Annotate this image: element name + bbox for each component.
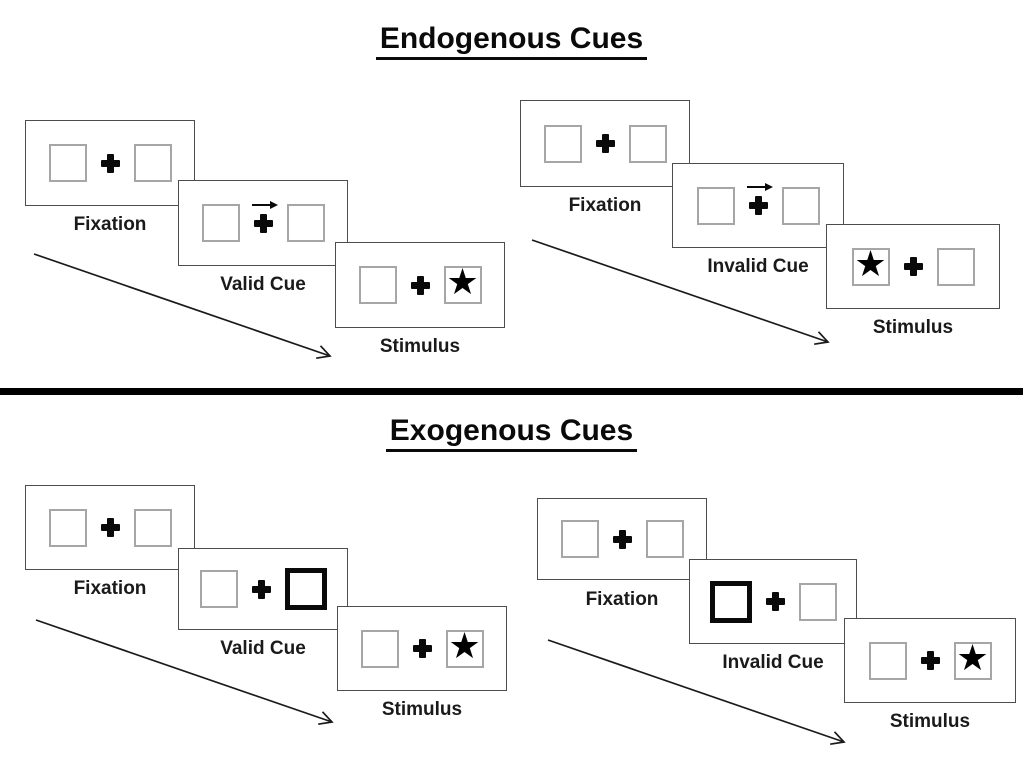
fixation-cross-icon	[100, 153, 120, 173]
fixation-cross-icon	[612, 529, 632, 549]
right-target-box: ★	[953, 637, 992, 680]
exo-valid-cue-panel	[178, 548, 348, 630]
endo-invalid-stimulus-panel: ★	[826, 224, 1000, 309]
right-target-box: ★	[443, 262, 482, 304]
endo-invalid-cue-label: Invalid Cue	[707, 256, 809, 277]
fixation-cross-icon	[410, 275, 430, 295]
exogenous-section-title: Exogenous Cues	[0, 414, 1023, 452]
right-placeholder-box	[645, 520, 684, 558]
star-stimulus-icon: ★	[448, 625, 481, 667]
plus-icon	[251, 579, 271, 599]
endo-valid-fixation-panel	[25, 120, 195, 206]
right-placeholder-box	[286, 204, 325, 242]
left-placeholder-box	[560, 520, 599, 558]
exo-valid-stimulus-label: Stimulus	[381, 699, 463, 720]
plus-icon	[412, 639, 432, 658]
plus-icon	[765, 592, 785, 611]
right-placeholder-box	[628, 124, 667, 163]
section-divider	[0, 388, 1023, 395]
right-arrow-cue-icon	[251, 200, 278, 209]
right-placeholder-box	[781, 186, 820, 225]
fixation-cross-icon	[251, 200, 278, 233]
endo-invalid-stimulus-label: Stimulus	[872, 317, 954, 338]
plus-icon	[410, 275, 430, 295]
exo-valid-fixation-label: Fixation	[73, 578, 147, 599]
endo-invalid-cue-panel	[672, 163, 844, 248]
plus-icon	[100, 518, 120, 537]
plus-icon	[253, 213, 273, 233]
endo-valid-stimulus-label: Stimulus	[379, 336, 461, 357]
star-stimulus-icon: ★	[854, 243, 887, 285]
exo-invalid-fixation-panel	[537, 498, 707, 580]
star-stimulus-icon: ★	[446, 262, 479, 303]
endo-valid-fixation-label: Fixation	[73, 214, 147, 235]
left-placeholder-box	[358, 266, 397, 304]
plus-icon	[748, 196, 768, 215]
exo-invalid-timeline-arrow-icon	[547, 639, 846, 746]
right-placeholder-box	[936, 247, 975, 286]
left-placeholder-box	[48, 508, 87, 547]
right-placeholder-box	[798, 582, 837, 621]
exo-valid-stimulus-panel: ★	[337, 606, 507, 691]
fixation-cross-icon	[920, 651, 940, 670]
star-stimulus-icon: ★	[956, 637, 989, 679]
endo-valid-cue-panel	[178, 180, 348, 266]
right-placeholder-box	[133, 508, 172, 547]
exogenous-title-text: Exogenous Cues	[385, 414, 638, 452]
left-target-box: ★	[851, 243, 890, 286]
fixation-cross-icon	[251, 579, 271, 599]
left-placeholder-box	[543, 124, 582, 163]
left-placeholder-box	[48, 144, 87, 182]
endo-valid-timeline-arrow-icon	[33, 253, 332, 360]
fixation-cross-icon	[412, 639, 432, 658]
plus-icon	[100, 153, 120, 173]
endo-invalid-timeline-arrow-icon	[531, 239, 830, 346]
exo-valid-cue-label: Valid Cue	[220, 638, 306, 659]
fixation-cross-icon	[100, 518, 120, 537]
left-placeholder-box	[199, 570, 238, 608]
plus-icon	[595, 134, 615, 153]
endogenous-title-text: Endogenous Cues	[375, 22, 648, 60]
endogenous-section-title: Endogenous Cues	[0, 22, 1023, 60]
right-highlighted-cue-box	[284, 568, 327, 610]
right-target-box: ★	[445, 625, 484, 668]
plus-icon	[612, 529, 632, 549]
fixation-cross-icon	[595, 134, 615, 153]
exo-invalid-stimulus-panel: ★	[844, 618, 1016, 703]
left-highlighted-cue-box	[709, 580, 752, 623]
endo-invalid-fixation-panel	[520, 100, 690, 187]
fixation-cross-icon	[903, 257, 923, 276]
right-arrow-cue-icon	[746, 183, 773, 191]
plus-icon	[920, 651, 940, 670]
fixation-cross-icon	[746, 183, 773, 215]
endo-valid-stimulus-panel: ★	[335, 242, 505, 328]
endo-invalid-fixation-label: Fixation	[568, 195, 642, 216]
endo-valid-cue-label: Valid Cue	[220, 274, 306, 295]
plus-icon	[903, 257, 923, 276]
right-placeholder-box	[133, 144, 172, 182]
left-placeholder-box	[868, 641, 907, 680]
left-placeholder-box	[360, 629, 399, 668]
exo-valid-timeline-arrow-icon	[35, 619, 334, 726]
exo-invalid-cue-label: Invalid Cue	[722, 652, 824, 673]
left-placeholder-box	[201, 204, 240, 242]
exo-invalid-fixation-label: Fixation	[585, 589, 659, 610]
exo-invalid-cue-panel	[689, 559, 857, 644]
fixation-cross-icon	[765, 592, 785, 611]
exo-invalid-stimulus-label: Stimulus	[889, 711, 971, 732]
exo-valid-fixation-panel	[25, 485, 195, 570]
left-placeholder-box	[696, 186, 735, 225]
